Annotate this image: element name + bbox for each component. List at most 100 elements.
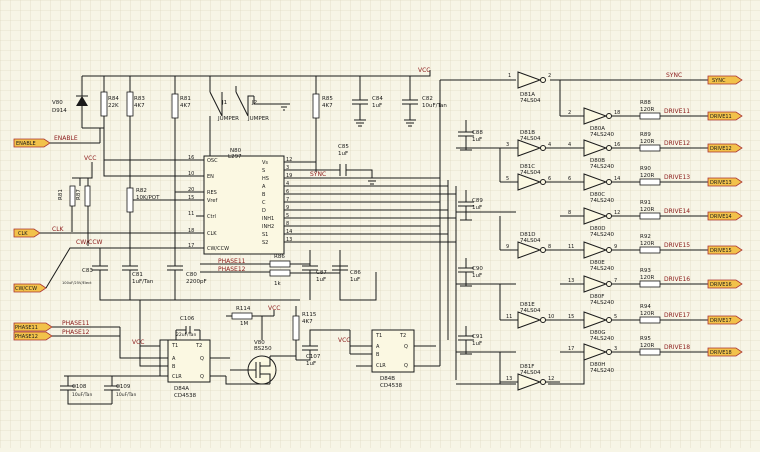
buf-type: 74LS240 bbox=[590, 266, 615, 272]
port-phase11[interactable]: PHASE11 PHASE11 bbox=[13, 320, 120, 332]
l297-pin-num: 19 bbox=[286, 173, 292, 179]
c83-value: 100uF/25V/Elect bbox=[62, 281, 92, 285]
l297-pin-num: 6 bbox=[286, 189, 289, 195]
inv-type: 74LS04 bbox=[520, 308, 541, 314]
diode-v80: V80 D914 bbox=[52, 76, 88, 128]
l297-pin-num: 18 bbox=[188, 228, 194, 234]
port-cw-ccw-label: CW/CCW bbox=[15, 286, 37, 292]
out-resistor bbox=[639, 112, 661, 120]
r82-ref: R82 bbox=[136, 188, 147, 194]
inv-pin-in: 13 bbox=[506, 376, 512, 382]
out-resistor bbox=[639, 178, 661, 186]
c107-value: 1uF bbox=[306, 361, 316, 367]
buf-pin-out: 3 bbox=[614, 346, 617, 352]
buf-ref: D80D bbox=[590, 226, 605, 232]
l297-pin-num: 12 bbox=[286, 157, 292, 163]
l297-pin-num: 5 bbox=[286, 213, 289, 219]
l297-pin-s1: S1 bbox=[262, 232, 268, 238]
net-enable-label: ENABLE bbox=[54, 135, 78, 142]
inv-pin-in: 5 bbox=[506, 176, 509, 182]
j2-ref: J2 bbox=[251, 100, 257, 106]
drive-port[interactable] bbox=[707, 211, 743, 221]
drive-port[interactable] bbox=[707, 315, 743, 325]
drive-port[interactable] bbox=[707, 279, 743, 289]
buf-pin-in: 4 bbox=[568, 142, 571, 148]
c107-ref: C107 bbox=[306, 354, 321, 360]
c86-ref: C86 bbox=[350, 270, 361, 276]
out-r-ref: R94 bbox=[640, 304, 651, 310]
inv-pin-out: 6 bbox=[548, 176, 551, 182]
l297-pin-en: EN bbox=[207, 174, 214, 180]
out-r-ref: R90 bbox=[640, 166, 651, 172]
drive-port[interactable] bbox=[707, 177, 743, 187]
buffer-d80c bbox=[583, 173, 612, 191]
buf-pin-in: 2 bbox=[568, 110, 571, 116]
u84b-qn: Q bbox=[404, 363, 408, 369]
drive-port-label: DRIVE12 bbox=[710, 146, 732, 152]
drive-net-label: DRIVE16 bbox=[664, 276, 690, 283]
port-phase12[interactable]: PHASE12 PHASE12 bbox=[13, 329, 120, 341]
r81b-ref: R81 bbox=[58, 189, 64, 200]
jumpers: J1 J2 JUMPER JUMPER bbox=[209, 76, 290, 160]
buf-type: 74LS240 bbox=[590, 132, 615, 138]
c109-value: 10uF/Tan bbox=[116, 392, 136, 398]
c85-value: 1uF bbox=[338, 151, 348, 157]
inv-type: 74LS04 bbox=[520, 136, 541, 142]
buf-pin-in: 8 bbox=[568, 210, 571, 216]
u84a-value: CD4538 bbox=[174, 393, 197, 399]
phase-to-u84a bbox=[119, 300, 148, 367]
c83-ref: C83 bbox=[82, 268, 93, 274]
capacitor-c81: C81 1uF/Tan bbox=[122, 244, 154, 300]
u84a-b: B bbox=[172, 364, 176, 370]
port-sync[interactable]: SYNC SYNC bbox=[550, 72, 743, 85]
inv-type: 74LS04 bbox=[520, 370, 541, 376]
l297-pin-clk: CLK bbox=[207, 231, 217, 237]
c88-value: 1uF bbox=[472, 137, 482, 143]
out-r-ref: R92 bbox=[640, 234, 651, 240]
l297-pin-num: 7 bbox=[286, 197, 289, 203]
buf-type: 74LS240 bbox=[590, 336, 615, 342]
port-enable[interactable]: ENABLE ENABLE bbox=[13, 135, 100, 148]
port-clk[interactable]: CLK CLK bbox=[13, 226, 196, 238]
sync-net: C85 1uF SYNC bbox=[284, 144, 378, 185]
c88-ref: C88 bbox=[472, 130, 483, 136]
vcc-label-u84a: VCC bbox=[132, 339, 144, 346]
u84a-qn: Q bbox=[200, 374, 204, 380]
phase-nets: PHASE11 PHASE12 R86 1k C87 1uF C86 1uF bbox=[200, 250, 377, 301]
vcc-label-top: VCC bbox=[418, 67, 430, 74]
out-r-val: 120R bbox=[640, 275, 654, 281]
drive-port[interactable] bbox=[707, 111, 743, 121]
out-r-val: 120R bbox=[640, 241, 654, 247]
drive-port[interactable] bbox=[707, 143, 743, 153]
r86-value: 1k bbox=[274, 281, 281, 287]
r82-value: 10K/POT bbox=[136, 195, 160, 201]
r115-ref: R115 bbox=[302, 312, 317, 318]
buf-ref: D80F bbox=[590, 294, 604, 300]
out-r-val: 120R bbox=[640, 207, 654, 213]
drive-net-label: DRIVE18 bbox=[664, 344, 690, 351]
drive-port-label: DRIVE11 bbox=[710, 114, 732, 120]
port-cw-ccw[interactable]: CW/CCW CW/CCW bbox=[13, 239, 196, 293]
capacitor-c84: C84 1uF bbox=[352, 76, 383, 127]
l297-pin-num: 9 bbox=[286, 205, 289, 211]
l297-pin-osc: OSC bbox=[207, 158, 218, 164]
c82-ref: C82 bbox=[422, 96, 433, 102]
c80-value: 2200pF bbox=[186, 279, 207, 285]
inv-pin: 1 bbox=[508, 73, 511, 79]
out-r-val: 120R bbox=[640, 311, 654, 317]
c87-value: 1uF bbox=[316, 277, 326, 283]
out-r-val: 120R bbox=[640, 139, 654, 145]
drive-port[interactable] bbox=[707, 347, 743, 357]
u84a-a: A bbox=[172, 356, 176, 362]
capacitor-c83: C83 100uF/25V/Elect bbox=[62, 248, 300, 301]
drive-port[interactable] bbox=[707, 245, 743, 255]
v80-value: BS250 bbox=[254, 346, 272, 352]
r115-value: 4K7 bbox=[302, 319, 313, 325]
buf-ref: D80A bbox=[590, 126, 605, 132]
net-phase12-label: PHASE12 bbox=[62, 329, 90, 336]
c86-value: 1uF bbox=[350, 277, 360, 283]
vcc-label-r115: VCC bbox=[268, 305, 280, 312]
buf-type: 74LS240 bbox=[590, 164, 615, 170]
